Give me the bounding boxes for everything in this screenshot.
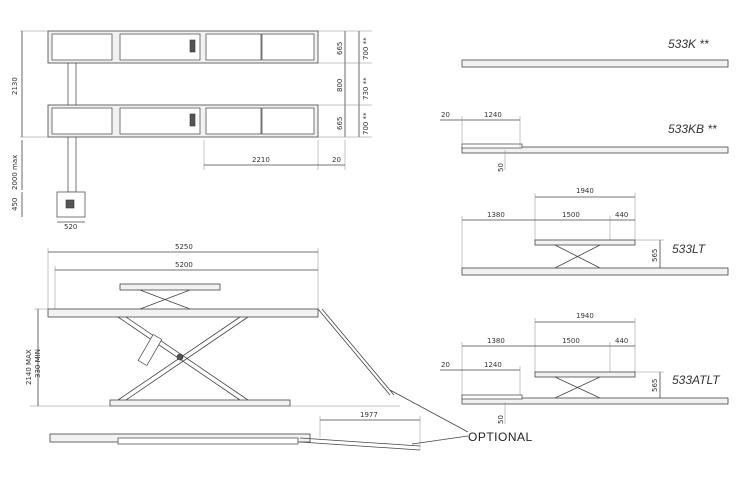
dim-lower: 665 xyxy=(336,117,344,130)
variant-533atlt: 1940 1380 1500 440 20 1240 565 533ATLT 5… xyxy=(440,312,729,424)
variant-533atlt-dim-h: 565 xyxy=(651,379,659,392)
lower-panel-4 xyxy=(261,107,315,135)
variant-533lt-dim-mid: 1500 xyxy=(562,211,580,219)
dim-ramp: 1977 xyxy=(360,411,378,419)
variant-533k-platform xyxy=(461,59,729,68)
variant-533lt-upper-platform xyxy=(534,239,636,246)
dim-middle-alt: 730 ** xyxy=(362,77,370,100)
upper-panel-1 xyxy=(51,33,113,61)
variant-533kb-dim-c: 50 xyxy=(497,163,505,172)
dim-hose: 2000 max xyxy=(11,155,19,190)
model-label-533kb: 533KB ** xyxy=(668,122,717,136)
optional-label: OPTIONAL xyxy=(468,430,533,444)
upper-panel-3 xyxy=(205,33,262,61)
variant-533atlt-dim-top: 1940 xyxy=(576,312,594,320)
variant-533lt-platform xyxy=(461,267,729,276)
variant-533lt-dim-h: 565 xyxy=(651,249,659,262)
variant-533kb-platform xyxy=(461,146,729,154)
variant-533atlt-dim-c: 50 xyxy=(497,415,505,424)
variant-533atlt-dim-right: 440 xyxy=(615,337,628,345)
dim-middle: 800 xyxy=(336,79,344,92)
scissor-pivot xyxy=(176,353,184,361)
model-label-533lt: 533LT xyxy=(672,242,707,256)
upper-panel-4 xyxy=(261,33,315,61)
variant-533atlt-platform xyxy=(461,397,729,405)
dim-upper: 665 xyxy=(336,42,344,55)
variant-533lt-dim-top: 1940 xyxy=(576,187,594,195)
variant-533kb-dim-a: 20 xyxy=(441,111,450,119)
variant-533atlt-dim-b: 1240 xyxy=(484,361,502,369)
dim-overall: 5250 xyxy=(175,243,193,251)
lowered-base xyxy=(117,437,299,445)
dim-box-height: 450 xyxy=(11,198,19,211)
variant-533atlt-dim-left: 1380 xyxy=(487,337,505,345)
upper-panel-2 xyxy=(119,33,201,61)
variant-533lt-dim-right: 440 xyxy=(615,211,628,219)
lowered-ramp xyxy=(299,441,421,451)
side-view: 5250 5200 2140 MAX 330 MIN xyxy=(25,243,533,451)
dim-upper-alt: 700 ** xyxy=(362,37,370,60)
model-label-533atlt: 533ATLT xyxy=(672,373,721,387)
lower-panel-1 xyxy=(51,107,113,135)
upper-handle xyxy=(189,39,196,53)
dim-gap: 20 xyxy=(332,156,341,164)
variant-533kb: 533KB ** 20 1240 50 xyxy=(440,111,729,172)
hydraulic-cylinder xyxy=(137,333,163,367)
base-frame xyxy=(109,399,291,407)
dim-lower-alt: 700 ** xyxy=(362,112,370,135)
lower-handle xyxy=(189,113,196,127)
secondary-platform xyxy=(119,283,221,291)
lower-panel-2 xyxy=(119,107,201,135)
dim-length: 2210 xyxy=(252,156,270,164)
variant-533atlt-upper-platform xyxy=(534,371,636,378)
dim-platform: 5200 xyxy=(175,261,193,269)
top-view: 2130 2000 max 450 520 665 700 ** 800 730… xyxy=(11,30,372,231)
variant-533kb-slider xyxy=(461,143,523,149)
variant-533k: 533K ** xyxy=(461,37,729,68)
variant-533atlt-slider xyxy=(461,394,523,400)
lower-panel-3 xyxy=(205,107,262,135)
dim-box-width: 520 xyxy=(64,223,77,231)
control-box-knob xyxy=(65,199,75,209)
dim-height-min: 330 MIN xyxy=(34,349,42,378)
variant-533atlt-dim-a: 20 xyxy=(441,361,450,369)
model-label-533k: 533K ** xyxy=(668,37,709,51)
ramp xyxy=(317,308,391,396)
main-platform xyxy=(47,308,319,318)
variant-533lt-dim-left: 1380 xyxy=(487,211,505,219)
variant-533lt: 1940 1380 1500 440 565 533LT xyxy=(461,187,729,276)
variant-533atlt-dim-mid: 1500 xyxy=(562,337,580,345)
variant-533kb-dim-b: 1240 xyxy=(484,111,502,119)
dim-height-max: 2140 MAX xyxy=(25,349,33,385)
dim-total-width: 2130 xyxy=(11,77,19,95)
